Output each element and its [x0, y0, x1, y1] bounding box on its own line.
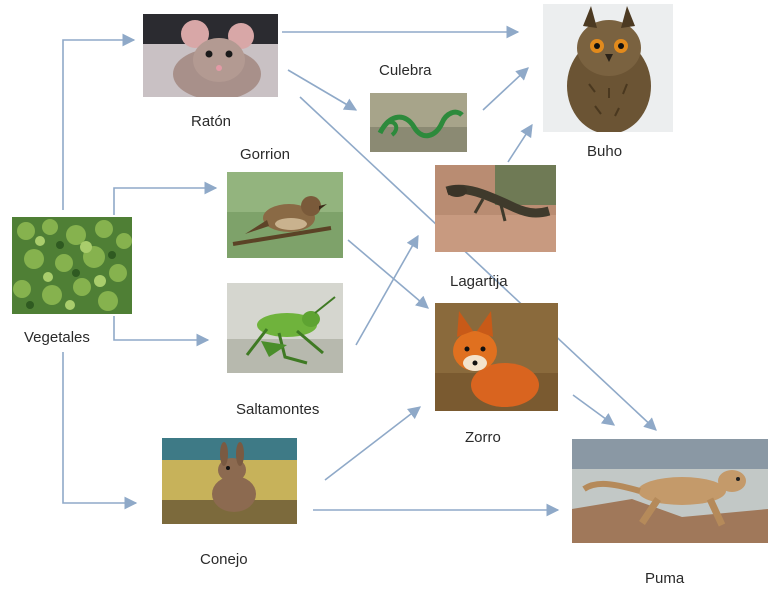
lagartija-label: Lagartija [450, 273, 508, 290]
arrow-gorrion-zorro [347, 239, 429, 309]
arrow-vegetales-raton [62, 33, 136, 210]
arrow-lagartija-buho [507, 123, 533, 163]
arrow-raton-puma [299, 96, 657, 431]
sparrow-icon [227, 172, 343, 258]
puma-label: Puma [645, 570, 685, 587]
puma-icon [572, 439, 768, 543]
arrow-vegetales-saltamontes [113, 316, 210, 347]
arrow-conejo-zorro [324, 406, 422, 481]
arrow-raton-culebra [287, 69, 358, 111]
owl-icon [543, 4, 673, 132]
saltamontes-label: Saltamontes [236, 401, 320, 418]
fox-icon [435, 303, 558, 411]
plants-icon [12, 217, 132, 314]
vegetales-label: Vegetales [24, 329, 90, 346]
arrow-culebra-buho [482, 67, 529, 111]
arrow-zorro-puma [572, 394, 616, 426]
rabbit-icon [162, 438, 297, 524]
arrow-vegetales-conejo [62, 352, 138, 510]
buho-label: Buho [587, 143, 623, 160]
zorro-label: Zorro [465, 429, 501, 446]
arrow-saltamontes-lagartija [355, 234, 419, 346]
arrow-vegetales-gorrion [113, 181, 218, 215]
raton-label: Ratón [191, 113, 232, 130]
gorrion-label: Gorrion [240, 146, 291, 163]
culebra-label: Culebra [379, 62, 432, 79]
grasshopper-icon [227, 283, 343, 373]
conejo-label: Conejo [200, 551, 248, 568]
lizard-icon [435, 165, 556, 252]
snake-icon [370, 93, 467, 152]
mouse-icon [143, 14, 278, 97]
